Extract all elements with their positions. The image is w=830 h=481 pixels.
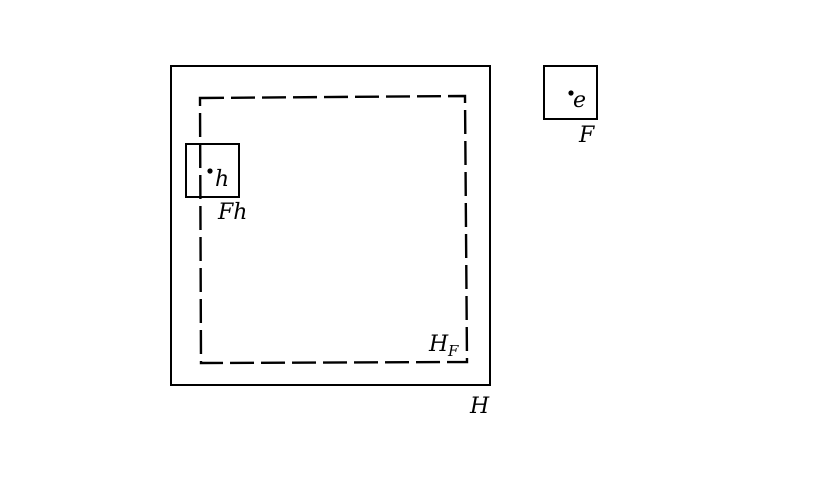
point-e-dot: [568, 90, 574, 96]
point-e-label: e: [573, 88, 586, 113]
caption-f: F: [578, 123, 595, 148]
point-h-label: h: [215, 167, 229, 192]
small-square-fh: [185, 143, 240, 198]
big-square-h: [170, 65, 491, 386]
dashed-square-hf: [198, 94, 469, 365]
label-hf-sub: F: [447, 342, 459, 360]
label-h: H: [469, 394, 490, 419]
small-square-f: [543, 65, 598, 120]
caption-fh: Fh: [217, 200, 247, 225]
point-h-dot: [207, 168, 213, 174]
label-hf-main: H: [428, 332, 449, 357]
